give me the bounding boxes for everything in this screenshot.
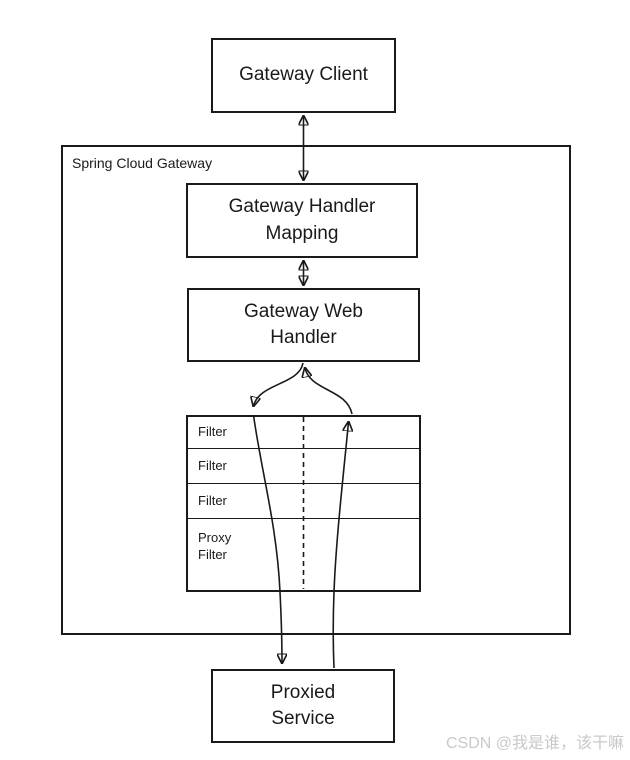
proxy-filter-row: Proxy Filter [188, 518, 419, 590]
filter-row: Filter [188, 483, 419, 518]
gateway-handler-mapping-label: Gateway Handler Mapping [228, 196, 376, 244]
filter-row: Filter [188, 417, 419, 448]
filter-row: Filter [188, 448, 419, 483]
proxy-filter-row-label: Proxy Filter [198, 530, 232, 562]
filter-chain-table: Filter Filter Filter Proxy Filter [186, 415, 421, 592]
gateway-web-handler-box: Gateway Web Handler [187, 288, 420, 362]
filter-row-label: Filter [198, 424, 227, 440]
filter-row-label: Filter [198, 457, 227, 473]
gateway-web-handler-label: Gateway Web Handler [244, 300, 363, 348]
gateway-client-label: Gateway Client [239, 64, 368, 86]
csdn-watermark: CSDN @我是谁，该干嘛 [445, 735, 624, 752]
proxied-service-box: Proxied Service [211, 669, 395, 743]
filter-row-label: Filter [198, 492, 227, 508]
proxied-service-label: Proxied Service [270, 681, 336, 729]
gateway-handler-mapping-box: Gateway Handler Mapping [186, 183, 418, 258]
gateway-client-box: Gateway Client [211, 38, 396, 113]
spring-cloud-gateway-label: Spring Cloud Gateway [72, 155, 213, 171]
